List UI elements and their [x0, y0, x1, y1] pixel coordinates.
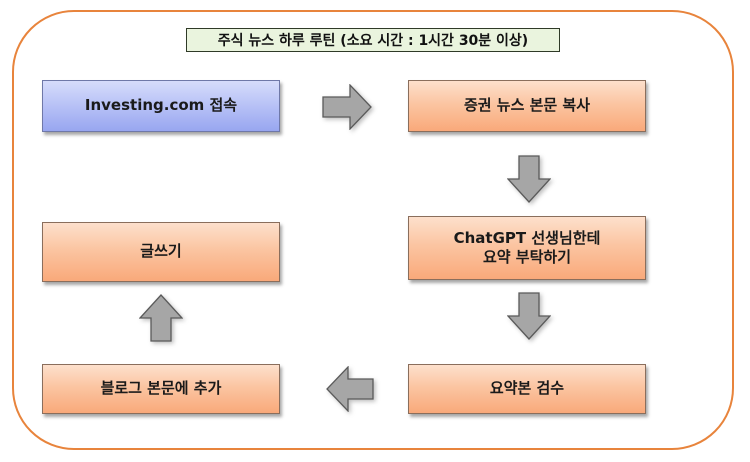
- step-investing-access: Investing.com 접속: [42, 80, 280, 132]
- step-chatgpt-summary: ChatGPT 선생님한테 요약 부탁하기: [408, 216, 646, 280]
- arrow-up-icon: [139, 294, 183, 342]
- step-review-summary: 요약본 검수: [408, 364, 646, 414]
- step-review-summary-label: 요약본 검수: [489, 379, 565, 398]
- arrow-right-icon: [322, 84, 372, 130]
- step-write-label: 글쓰기: [140, 242, 182, 261]
- step-chatgpt-summary-line1: ChatGPT 선생님한테: [453, 228, 601, 247]
- step-investing-access-label: Investing.com 접속: [84, 96, 238, 115]
- step-copy-news: 증권 뉴스 본문 복사: [408, 80, 646, 132]
- step-copy-news-label: 증권 뉴스 본문 복사: [463, 96, 591, 115]
- arrow-down-icon: [507, 292, 551, 340]
- arrow-down-icon: [507, 155, 551, 203]
- step-add-to-blog: 블로그 본문에 추가: [42, 364, 280, 414]
- step-add-to-blog-label: 블로그 본문에 추가: [100, 379, 222, 398]
- step-write: 글쓰기: [42, 222, 280, 282]
- arrow-left-icon: [326, 366, 374, 412]
- step-chatgpt-summary-line2: 요약 부탁하기: [482, 248, 572, 266]
- diagram-title: 주식 뉴스 하루 루틴 (소요 시간 : 1시간 30분 이상): [186, 28, 560, 52]
